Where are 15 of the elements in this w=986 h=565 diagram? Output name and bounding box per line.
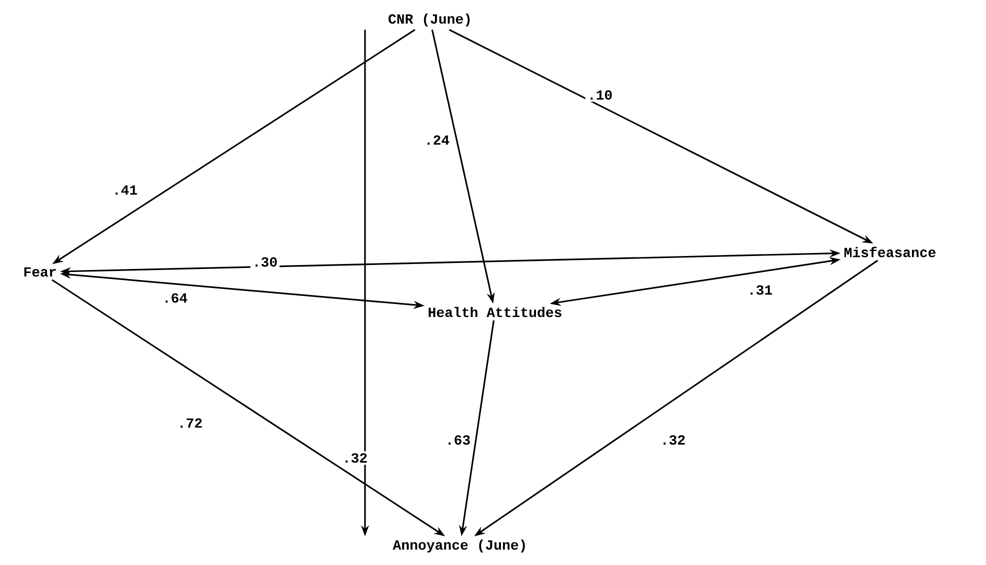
variable-label: CNR (June) — [388, 13, 470, 27]
edge-label: .32 — [340, 451, 370, 465]
variable-label: Annoyance (June) — [392, 539, 525, 553]
edge-label: .64 — [160, 291, 190, 305]
variable-label: Health Attitudes — [428, 306, 562, 318]
edge-label: .31 — [745, 283, 775, 297]
edge-label: .32 — [658, 433, 688, 447]
edge-label: .63 — [443, 433, 473, 447]
variable-label: Fear — [24, 267, 56, 277]
edge-label: .10 — [585, 88, 615, 102]
edge-label: .72 — [175, 416, 205, 430]
edge-label: .30 — [250, 255, 280, 269]
edge-label: .24 — [422, 133, 452, 147]
variable-label: Misfeasance — [844, 246, 936, 258]
edge-label: .41 — [110, 183, 140, 197]
